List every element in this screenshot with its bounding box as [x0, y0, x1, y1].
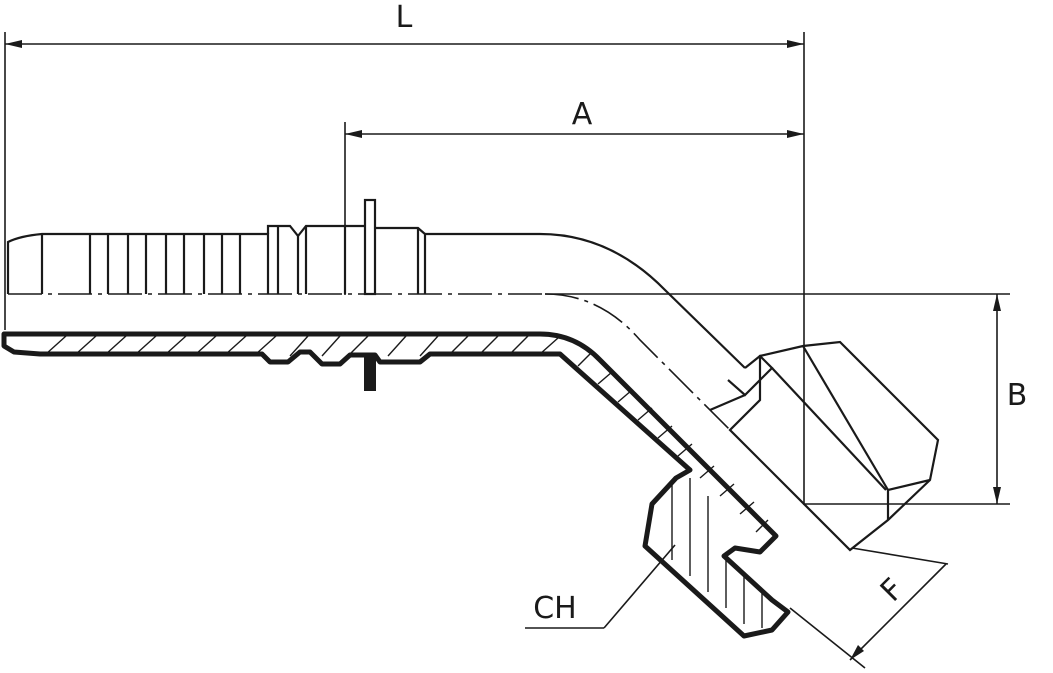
dimension-A-label: A: [572, 97, 593, 132]
dimension-CH-label: CH: [533, 591, 577, 626]
centerline: [8, 293, 851, 551]
dimension-F-label: F: [874, 572, 911, 609]
dimension-L-label: L: [396, 0, 413, 35]
fitting-outline-upper: [6, 198, 940, 552]
dimension-A: A: [344, 97, 804, 295]
dimension-F: F: [789, 547, 949, 669]
section-hatching: [45, 335, 769, 628]
dimension-B-label: B: [1007, 378, 1028, 413]
fitting-section-lower: [1, 331, 791, 639]
dimension-B: B: [545, 293, 1028, 505]
barb-rings: [88, 234, 242, 294]
dimension-CH: CH: [525, 544, 676, 629]
dimension-L: L: [4, 0, 805, 505]
